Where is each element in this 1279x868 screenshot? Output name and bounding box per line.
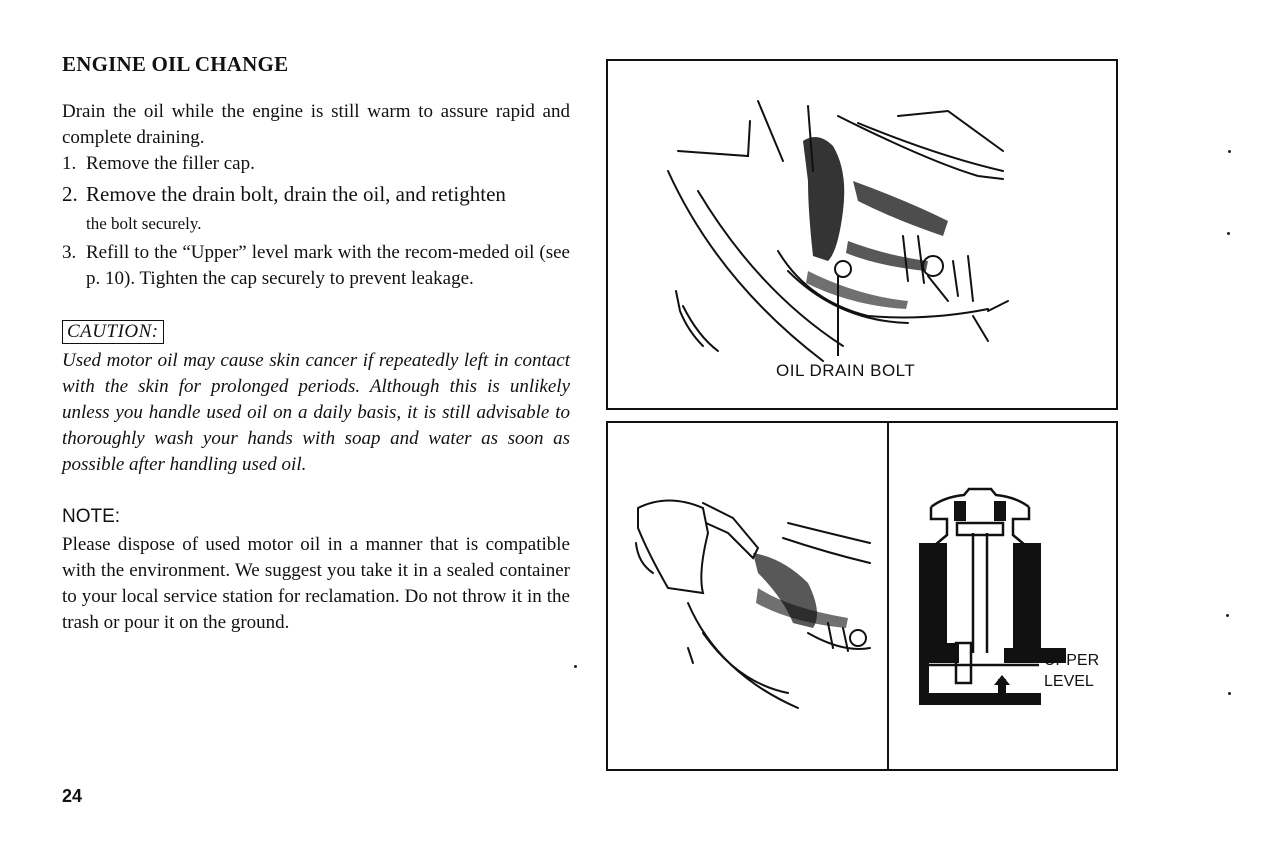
step-number: 1. <box>62 153 77 174</box>
upper-level-label-line1: UPPER <box>1044 652 1100 669</box>
section-title: ENGINE OIL CHANGE <box>62 52 289 76</box>
engine-drain-illustration <box>667 100 1009 362</box>
step-item: 3. Refill to the “Upper” level mark with… <box>62 240 570 292</box>
instruction-column: ENGINE OIL CHANGE Drain the oil while th… <box>62 52 570 636</box>
scan-speck <box>1227 232 1230 235</box>
scan-speck <box>1226 614 1229 617</box>
refill-figure <box>606 421 893 771</box>
drain-bolt-figure: OIL DRAIN BOLT <box>606 59 1118 410</box>
page-number: 24 <box>62 786 83 806</box>
upper-level-figure: UPPER LEVEL <box>887 421 1118 771</box>
upper-level-label-line2: LEVEL <box>1044 673 1094 690</box>
step-text: Refill to the “Upper” level mark with th… <box>86 242 570 289</box>
intro-paragraph: Drain the oil while the engine is still … <box>62 101 570 148</box>
step-text: Remove the filler cap. <box>86 153 255 174</box>
step-list: 1. Remove the filler cap. 2. Remove the … <box>62 151 570 292</box>
caution-text: Used motor oil may cause skin cancer if … <box>62 350 570 475</box>
step-item: 1. Remove the filler cap. <box>62 151 570 177</box>
oil-drain-bolt-label: OIL DRAIN BOLT <box>776 361 916 380</box>
step-text-continued: the bolt securely. <box>86 214 202 233</box>
oil-can-pouring-illustration <box>635 499 871 709</box>
step-text: Remove the drain bolt, drain the oil, an… <box>86 182 506 206</box>
note-label: NOTE: <box>62 506 121 527</box>
scan-speck <box>574 665 577 668</box>
step-item: 2. Remove the drain bolt, drain the oil,… <box>62 180 570 238</box>
upper-level-label: UPPER LEVEL <box>1044 650 1099 692</box>
step-number: 2. <box>62 182 78 206</box>
dipstick-cross-section-diagram <box>919 487 1066 705</box>
caution-label: CAUTION: <box>62 320 164 344</box>
step-number: 3. <box>62 242 77 263</box>
scan-speck <box>1228 692 1231 695</box>
note-text: Please dispose of used motor oil in a ma… <box>62 534 570 633</box>
scan-speck <box>1228 150 1231 153</box>
